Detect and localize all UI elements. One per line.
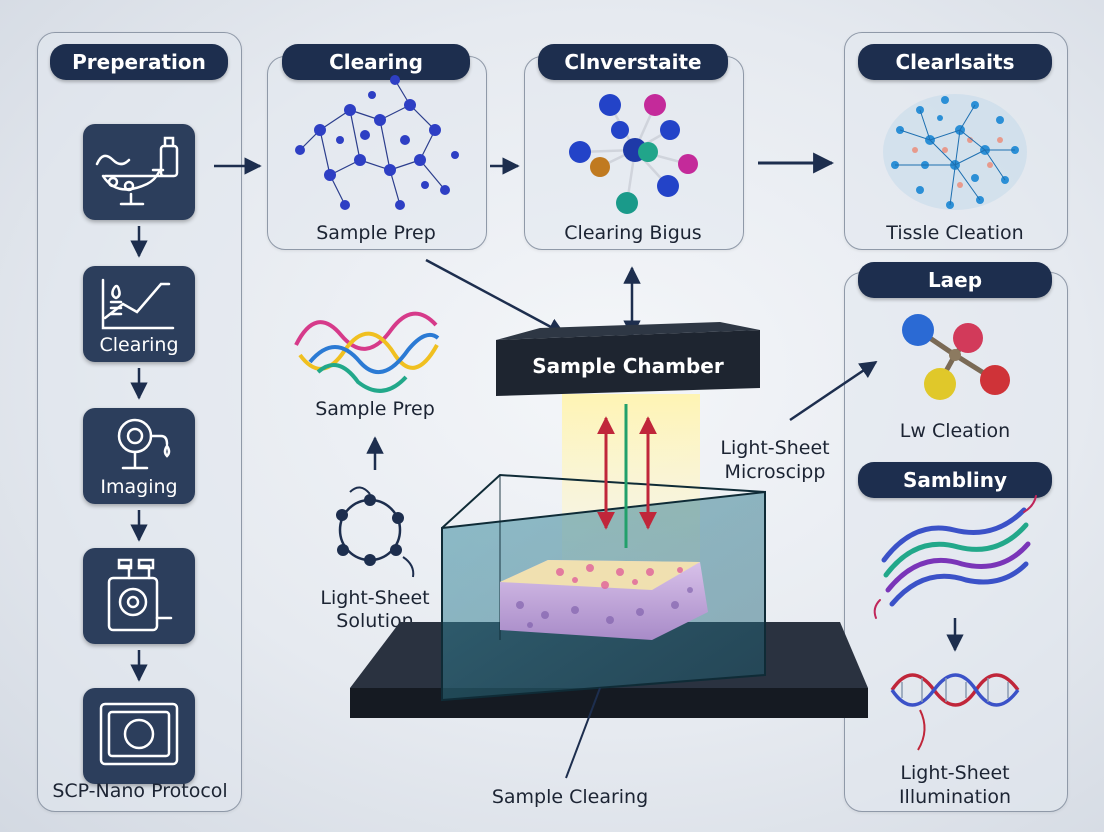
clearlsaits-caption: Tissle Cleation <box>886 222 1024 244</box>
molecule-cluster-icon <box>569 94 698 214</box>
illumination-caption-1: Light-Sheet <box>900 762 1010 784</box>
preparation-title: Preperation <box>50 44 228 80</box>
right-panel <box>844 272 1068 812</box>
sample-clearing-caption: Sample Clearing <box>491 786 649 808</box>
step-monitor[interactable] <box>83 688 195 784</box>
illumination-caption-2: Illumination <box>898 786 1012 808</box>
solution-caption-2: Solution <box>336 610 414 632</box>
microscope-caption-1: Light-Sheet <box>720 437 830 459</box>
clearing-caption: Sample Prep <box>316 222 436 244</box>
tissue-sample <box>500 560 708 640</box>
microscope-caption-2: Microscipp <box>724 461 826 483</box>
step-device[interactable] <box>83 548 195 644</box>
clearlsaits-title: Clearlsaits <box>858 44 1052 80</box>
beam-arrows <box>597 404 657 548</box>
imaging-icon <box>117 418 171 470</box>
dna-strand-icon <box>294 311 440 393</box>
step-clearing-label: Clearing <box>99 334 179 356</box>
sample-chamber-label: Sample Chamber <box>532 354 724 378</box>
clearing-title: Clearing <box>282 44 470 80</box>
laep-title: Laep <box>858 262 1052 298</box>
sambliny-title: Sambliny <box>858 462 1052 498</box>
laep-molecule-icon <box>902 314 1010 400</box>
ring-molecule-icon <box>336 486 415 578</box>
step-clearing[interactable]: Clearing <box>83 266 195 362</box>
protein-network-icon <box>883 94 1027 210</box>
dna-helix-icon <box>890 673 1020 751</box>
device-icon <box>107 558 173 632</box>
converstaite-caption: Clearing Bigus <box>564 222 702 244</box>
laep-caption: Lw Cleation <box>899 420 1011 442</box>
solution-caption-1: Light-Sheet <box>320 587 430 609</box>
monitor-icon <box>99 702 179 766</box>
step-imaging-label: Imaging <box>100 476 178 498</box>
step-imaging[interactable]: Imaging <box>83 408 195 504</box>
microscope-sink-icon <box>95 136 179 206</box>
converstaite-title: Clnverstaite <box>538 44 728 80</box>
step-microscope[interactable] <box>83 124 195 220</box>
protein-ribbon-icon <box>873 495 1037 619</box>
sample-chamber-block[interactable] <box>496 322 760 396</box>
chart-icon <box>101 278 175 330</box>
molecule-network-icon <box>295 75 459 210</box>
protocol-caption: SCP-Nano Protocol <box>52 780 228 802</box>
dna-caption: Sample Prep <box>315 398 435 420</box>
